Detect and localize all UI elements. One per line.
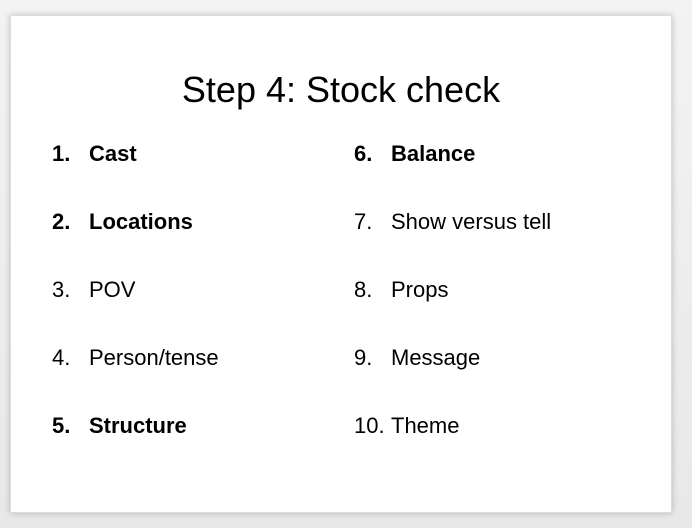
list-item-label: Person/tense xyxy=(89,345,219,370)
list-item-show-versus-tell: 7. Show versus tell xyxy=(354,208,551,236)
list-item-pov: 3. POV xyxy=(52,276,135,304)
list-item-locations: 2. Locations xyxy=(52,208,193,236)
list-item-cast: 1. Cast xyxy=(52,140,137,168)
list-item-number: 4. xyxy=(52,345,71,370)
list-item-number: 10. xyxy=(354,413,385,438)
list-item-person-tense: 4. Person/tense xyxy=(52,344,219,372)
list-item-label: Theme xyxy=(391,413,460,438)
slide-title: Step 4: Stock check xyxy=(181,69,501,110)
list-item-number: 7. xyxy=(354,209,373,234)
list-item-label: Structure xyxy=(89,413,187,438)
list-item-label: POV xyxy=(89,277,136,302)
slide: Step 4: Stock check 1. Cast 2. Locations 3… xyxy=(10,15,672,513)
list-item-number: 3. xyxy=(52,277,71,302)
list-item-message: 9. Message xyxy=(354,344,480,372)
list-item-number: 6. xyxy=(354,141,373,166)
list-item-number: 9. xyxy=(354,345,373,370)
list-item-number: 8. xyxy=(354,277,373,302)
list-item-theme: 10.Theme xyxy=(354,412,459,440)
list-item-label: Cast xyxy=(89,141,137,166)
list-item-structure: 5. Structure xyxy=(52,412,187,440)
list-item-label: Message xyxy=(391,345,481,370)
list-item-label: Props xyxy=(391,277,449,302)
list-item-props: 8. Props xyxy=(354,276,448,304)
list-item-balance: 6. Balance xyxy=(354,140,475,168)
list-item-label: Show versus tell xyxy=(391,209,552,234)
list-item-number: 2. xyxy=(52,209,71,234)
list-item-label: Locations xyxy=(89,209,193,234)
list-item-number: 1. xyxy=(52,141,71,166)
list-item-number: 5. xyxy=(52,413,71,438)
list-item-label: Balance xyxy=(391,141,476,166)
